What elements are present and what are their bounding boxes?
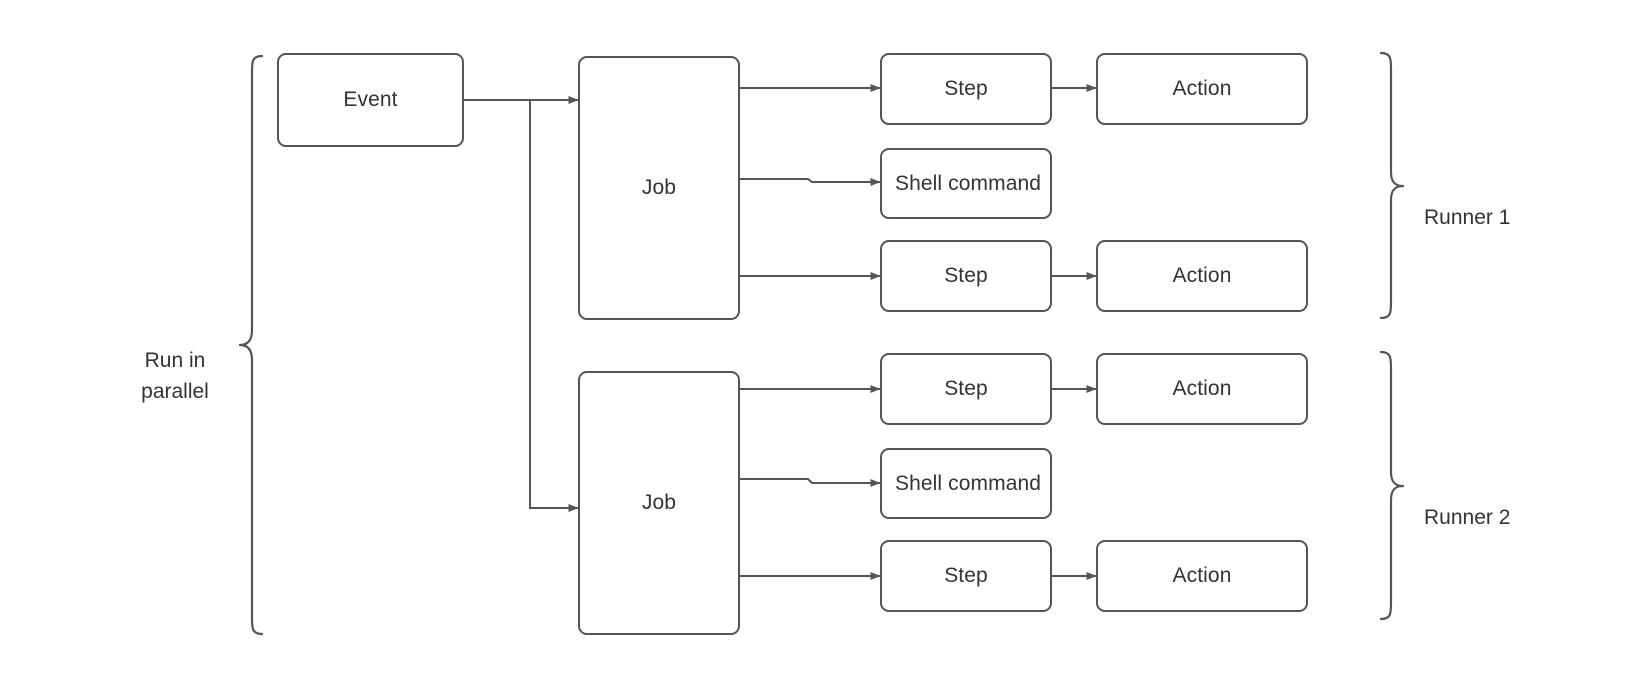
- node-runner2-action-2-label: Action: [1172, 564, 1232, 588]
- runner-2-text: Runner 2: [1424, 506, 1511, 530]
- node-runner1-action-2[interactable]: Action: [1096, 240, 1308, 312]
- node-runner2-step-2[interactable]: Step: [880, 540, 1052, 612]
- node-runner2-action-1-label: Action: [1172, 377, 1232, 401]
- node-runner1-step-1-label: Step: [944, 77, 988, 101]
- brace-label-run-in-parallel: Run in parallel: [120, 316, 230, 407]
- node-runner1-shell-command[interactable]: Shell command: [880, 148, 1052, 219]
- brace-label-runner-2: Runner 2: [1424, 473, 1594, 534]
- node-runner2-action-2[interactable]: Action: [1096, 540, 1308, 612]
- node-job-2[interactable]: Job: [578, 371, 740, 635]
- node-runner2-shell-command[interactable]: Shell command: [880, 448, 1052, 519]
- node-runner2-step-1[interactable]: Step: [880, 353, 1052, 425]
- node-job-2-label: Job: [641, 491, 677, 515]
- node-runner1-action-1-label: Action: [1172, 77, 1232, 101]
- node-event[interactable]: Event: [277, 53, 464, 147]
- run-in-parallel-text: Run in parallel: [141, 349, 209, 403]
- edge-event-to-job2: [529, 100, 579, 512]
- runner-1-text: Runner 1: [1424, 206, 1511, 230]
- brace-run-in-parallel: [238, 54, 264, 636]
- node-runner2-step-1-label: Step: [944, 377, 988, 401]
- edge-job1-to-shell: [740, 178, 881, 186]
- node-runner1-step-2[interactable]: Step: [880, 240, 1052, 312]
- node-runner1-action-1[interactable]: Action: [1096, 53, 1308, 125]
- edge-job2-to-shell: [740, 478, 881, 487]
- node-runner1-action-2-label: Action: [1172, 264, 1232, 288]
- node-runner2-step-2-label: Step: [944, 564, 988, 588]
- brace-runner-1: [1379, 51, 1405, 320]
- brace-runner-2: [1379, 350, 1405, 621]
- node-runner1-step-1[interactable]: Step: [880, 53, 1052, 125]
- brace-label-runner-1: Runner 1: [1424, 173, 1594, 234]
- node-job-1-label: Job: [641, 176, 677, 200]
- node-runner1-shell-command-label: Shell command: [895, 171, 1042, 195]
- node-job-1[interactable]: Job: [578, 56, 740, 320]
- node-runner2-shell-command-label: Shell command: [895, 471, 1042, 495]
- node-runner1-step-2-label: Step: [944, 264, 988, 288]
- node-runner2-action-1[interactable]: Action: [1096, 353, 1308, 425]
- node-event-label: Event: [343, 88, 398, 112]
